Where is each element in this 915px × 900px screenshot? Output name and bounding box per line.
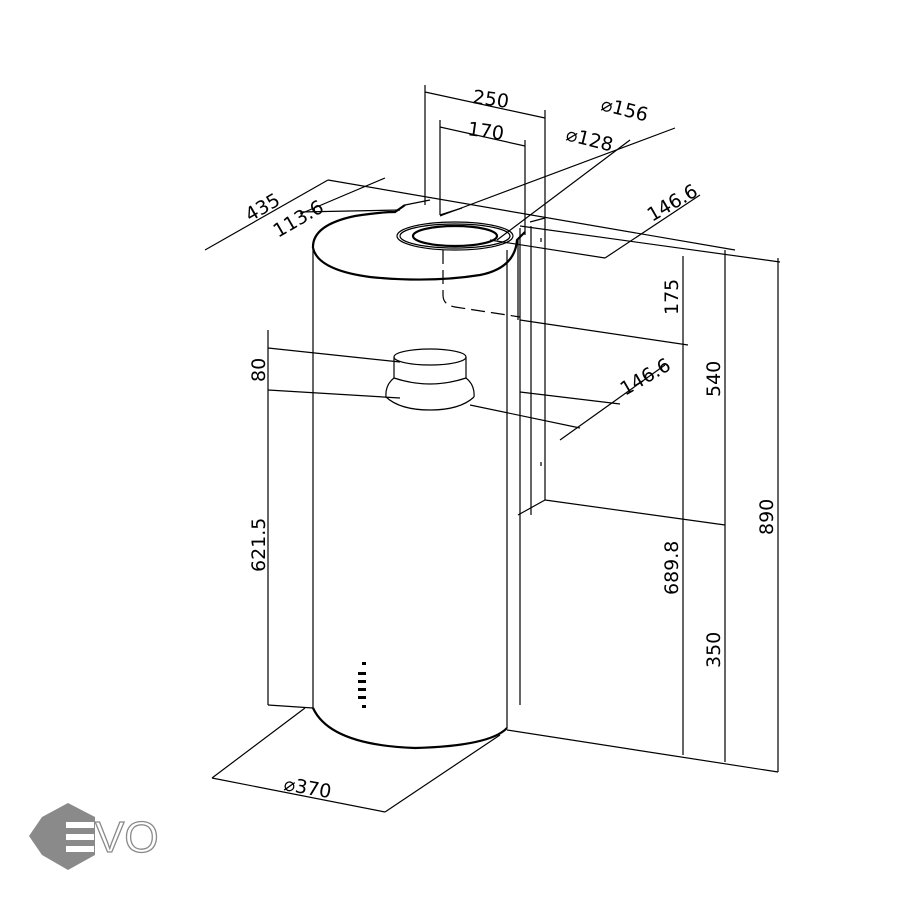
dimension-lines xyxy=(204,85,781,813)
dim-outlet-to-bottom: 621.5 xyxy=(248,518,270,572)
evo-logo: VO xyxy=(29,803,159,870)
cylinder-body xyxy=(311,199,526,750)
dim-lower-height: 350 xyxy=(703,632,725,668)
dim-diameter: ⌀370 xyxy=(282,773,333,803)
dimension-labels: 250 ⌀156 170 ⌀128 435 113.6 146.6 175 54… xyxy=(242,86,779,803)
svg-text:VO: VO xyxy=(95,813,159,862)
dim-duct-inner: ⌀128 xyxy=(564,124,616,157)
dim-outlet-offset-right: 146.6 xyxy=(617,354,675,400)
dim-width-top: 250 xyxy=(471,86,510,113)
dim-total-height: 890 xyxy=(756,499,778,535)
dim-outlet-height: 80 xyxy=(248,358,270,382)
outlet-spigot xyxy=(385,348,475,411)
dim-top-to-outlet: 175 xyxy=(661,279,683,315)
dim-bracket-height: 540 xyxy=(703,361,725,397)
dim-width-inner: 170 xyxy=(466,118,505,145)
dim-outlet-center-height: 689.8 xyxy=(661,541,683,595)
wall-panel xyxy=(517,217,726,705)
dim-duct-outer: ⌀156 xyxy=(599,94,651,127)
dim-top-offset-right: 146.6 xyxy=(644,180,702,226)
control-buttons xyxy=(358,662,366,708)
top-duct-ring xyxy=(396,207,514,251)
